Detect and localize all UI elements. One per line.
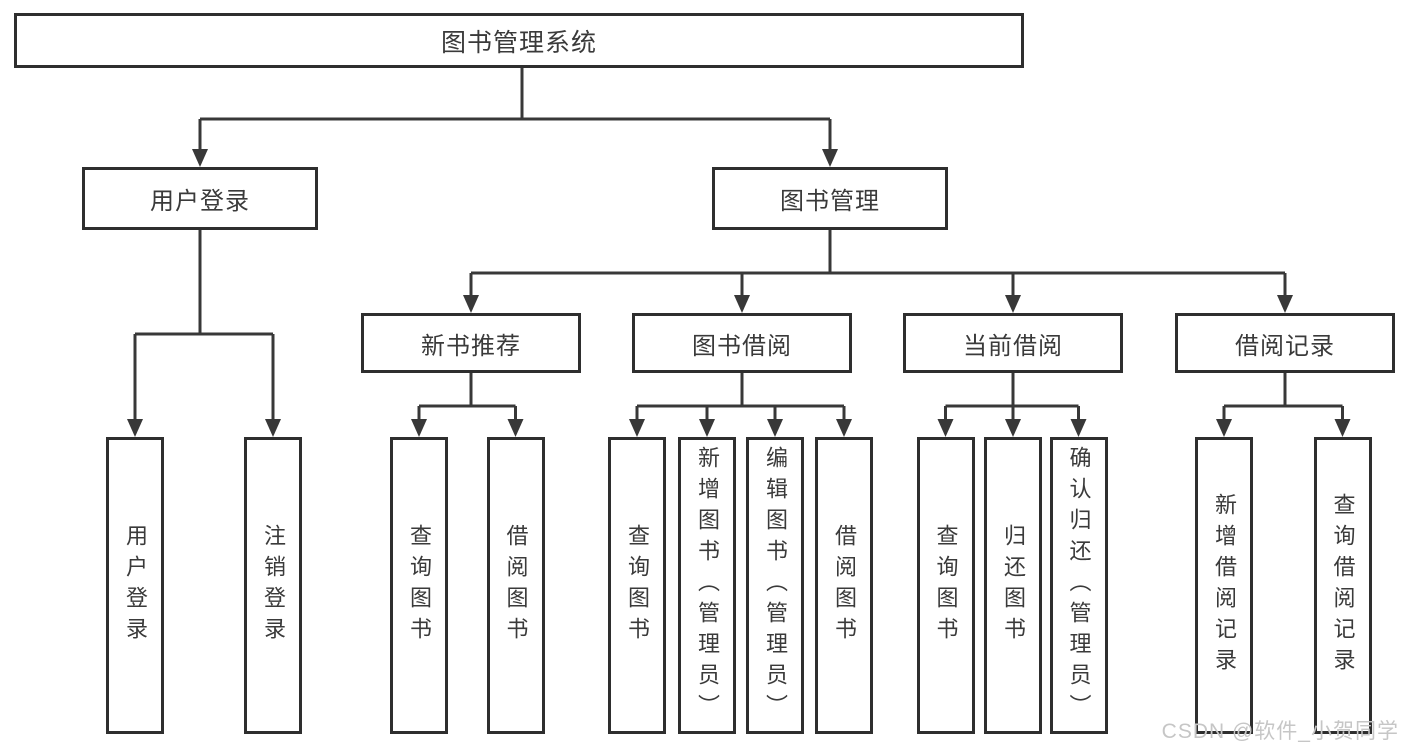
arrowhead <box>1216 419 1232 437</box>
arrowhead <box>265 419 281 437</box>
arrowhead <box>192 149 208 167</box>
leaf-return-book: 归还图书 <box>984 437 1042 734</box>
leaf-add-book-admin: 新增图书（管理员） <box>678 437 736 734</box>
leaf-label: 借阅图书 <box>503 523 529 648</box>
arrowhead <box>507 419 524 437</box>
watermark: CSDN @软件_小贺同学 <box>1161 720 1399 743</box>
leaf-label: 新增图书（管理员） <box>695 446 720 725</box>
arrowhead <box>822 149 838 167</box>
arrowhead <box>629 419 645 437</box>
arrowhead <box>463 295 479 313</box>
arrowhead <box>1005 419 1021 437</box>
connector-path <box>133 68 1344 421</box>
arrowhead <box>767 419 783 437</box>
arrowhead <box>1070 419 1087 437</box>
arrowhead <box>1334 419 1351 437</box>
node-label: 图书管理系统 <box>440 28 597 57</box>
leaf-query-book-recommend: 查询图书 <box>390 437 448 734</box>
node-root: 图书管理系统 <box>14 13 1024 68</box>
leaf-label: 查询借阅记录 <box>1330 492 1356 679</box>
node-label: 用户登录 <box>150 188 250 215</box>
node-new-book-recommend: 新书推荐 <box>361 313 581 373</box>
node-book-management: 图书管理 <box>712 167 948 230</box>
node-label: 借阅记录 <box>1235 332 1335 360</box>
arrowhead <box>1277 295 1293 313</box>
node-label: 图书管理 <box>780 188 880 215</box>
arrowhead <box>127 419 143 437</box>
leaf-confirm-return-admin: 确认归还（管理员） <box>1049 437 1108 734</box>
node-user-login: 用户登录 <box>82 167 318 230</box>
arrowhead <box>699 419 715 437</box>
leaf-logout: 注销登录 <box>244 437 302 734</box>
leaf-label: 借阅图书 <box>832 523 857 648</box>
leaf-label: 查询图书 <box>933 523 959 648</box>
leaf-label: 确认归还（管理员） <box>1066 446 1092 725</box>
node-current-borrow: 当前借阅 <box>903 313 1123 373</box>
arrowhead <box>1005 295 1021 313</box>
leaf-label: 查询图书 <box>407 523 432 648</box>
leaf-add-borrow-record: 新增借阅记录 <box>1195 437 1253 734</box>
arrowhead <box>937 419 954 437</box>
leaf-label: 查询图书 <box>625 523 650 648</box>
node-book-borrow: 图书借阅 <box>632 313 852 373</box>
arrowhead <box>836 419 852 437</box>
leaf-label: 新增借阅记录 <box>1212 492 1237 679</box>
node-label: 当前借阅 <box>963 332 1063 360</box>
leaf-edit-book-admin: 编辑图书（管理员） <box>746 437 804 734</box>
leaf-user-login: 用户登录 <box>106 437 164 734</box>
leaf-query-book-borrow: 查询图书 <box>608 437 666 734</box>
leaf-borrow-book: 借阅图书 <box>815 437 873 734</box>
node-label: 图书借阅 <box>692 332 792 360</box>
leaf-label: 用户登录 <box>123 523 148 648</box>
leaf-label: 编辑图书（管理员） <box>763 446 788 725</box>
node-label: 新书推荐 <box>421 332 521 360</box>
leaf-query-book-current: 查询图书 <box>916 437 975 734</box>
arrowhead <box>411 419 427 437</box>
leaf-label: 归还图书 <box>1001 523 1026 648</box>
node-borrow-record: 借阅记录 <box>1175 313 1395 373</box>
leaf-borrow-book-recommend: 借阅图书 <box>486 437 545 734</box>
arrowhead <box>734 295 750 313</box>
leaf-label: 注销登录 <box>261 523 286 648</box>
leaf-query-borrow-record: 查询借阅记录 <box>1313 437 1372 734</box>
